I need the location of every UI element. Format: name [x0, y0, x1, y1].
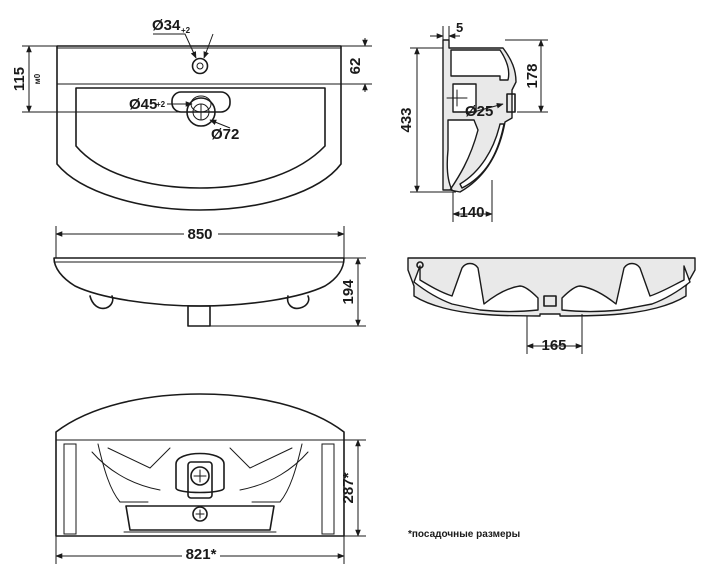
- section-profile: [407, 257, 696, 317]
- height-194-label: 194: [340, 279, 357, 305]
- overflow-tolerance: +2: [156, 100, 166, 109]
- top-view: Ø34 +2 Ø45 +2 Ø72 62 115 м0: [11, 17, 372, 211]
- side-view-profile: [442, 39, 517, 193]
- section-view: 165: [407, 257, 696, 354]
- faucet-hole: [191, 57, 209, 75]
- depth-62-label: 62: [347, 58, 364, 75]
- height-433-label: 433: [398, 107, 415, 132]
- depth-115-label: 115: [11, 67, 28, 91]
- width-165-label: 165: [541, 337, 566, 354]
- faucet-hole-tolerance: +2: [181, 26, 191, 35]
- bottom-view-outline: [55, 393, 345, 537]
- basin-bowl: [75, 87, 326, 189]
- mount-height-label: 287*: [340, 472, 357, 503]
- width-140-label: 140: [459, 204, 484, 221]
- side-view: 5 178 433 Ø25 140: [398, 20, 548, 222]
- mount-width-label: 821*: [186, 546, 217, 563]
- top-view-outline: [56, 45, 342, 211]
- depth-115-sub: м0: [33, 73, 42, 84]
- height-178-label: 178: [524, 63, 541, 88]
- front-view: 850 194: [53, 226, 366, 327]
- bottom-view: 287* 821*: [55, 393, 366, 564]
- width-850-label: 850: [187, 226, 212, 243]
- front-view-outline: [53, 257, 345, 307]
- overflow-label: Ø45: [129, 96, 157, 113]
- footnote: *посадочные размеры: [408, 529, 520, 540]
- hole-25-label: Ø25: [465, 103, 493, 120]
- wall-5-label: 5: [456, 20, 463, 35]
- drain-label: Ø72: [211, 126, 239, 143]
- faucet-hole-label: Ø34: [152, 17, 181, 34]
